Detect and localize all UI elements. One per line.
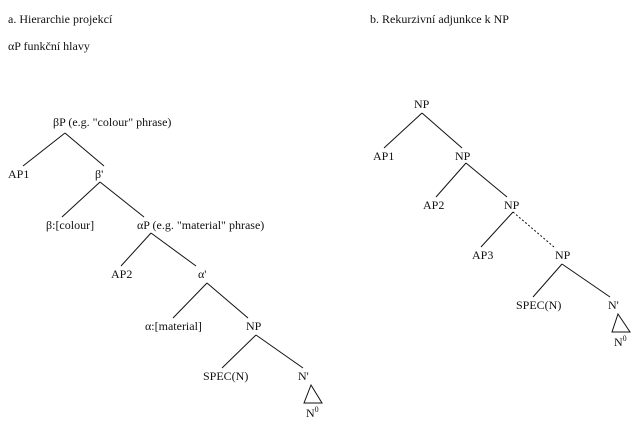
left-subheading: αP funkční hlavy: [8, 39, 90, 53]
right-heading: b. Rekurzivní adjunkce k NP: [370, 12, 509, 26]
edge-np1-np2: [421, 112, 463, 149]
node-np: NP: [246, 319, 262, 333]
edge-np1-ap1: [383, 112, 423, 149]
node-ap2: AP2: [423, 198, 444, 212]
node-n0: N0: [306, 405, 319, 420]
node-ap1: AP1: [8, 167, 29, 181]
node-alphaBar: α': [198, 267, 206, 281]
node-betaBar: β': [95, 167, 103, 181]
edge-np-spec: [221, 334, 257, 369]
left-heading: a. Hierarchie projekcí: [8, 12, 113, 26]
edge-alphaBar-np: [206, 282, 249, 319]
node-spec: SPEC(N): [203, 369, 248, 383]
left-tree: βP (e.g. "colour" phrase) AP1 β' β:[colo…: [8, 115, 323, 420]
edge-alphaBar-alphaHead: [172, 282, 208, 319]
node-nbar: N': [608, 298, 619, 312]
edge-np-nbar: [255, 334, 304, 369]
edge-alphaP-ap2: [120, 232, 152, 267]
edge-np4-nbar: [561, 263, 611, 298]
node-nbar: N': [298, 369, 309, 383]
edge-betaP-betaBar: [64, 132, 105, 167]
edge-np2-np3: [465, 162, 508, 198]
node-alphaHead: α:[material]: [145, 319, 202, 333]
edge-np3-np4-dotted: [512, 211, 555, 248]
node-ap3: AP3: [472, 248, 493, 262]
node-np4: NP: [555, 248, 571, 262]
edge-np3-ap3: [480, 211, 514, 248]
node-betaP: βP (e.g. "colour" phrase): [53, 115, 171, 129]
node-ap1: AP1: [373, 149, 394, 163]
edge-np4-spec: [532, 263, 563, 298]
nbar-triangle-right: [611, 312, 631, 333]
node-np2: NP: [455, 149, 471, 163]
nbar-triangle: [303, 383, 323, 404]
edge-betaBar-betaHead: [61, 181, 101, 218]
edge-alphaP-alphaBar: [150, 232, 197, 267]
edge-np2-ap2: [435, 162, 467, 198]
node-n0: N0: [614, 334, 627, 349]
node-np1: NP: [414, 97, 430, 111]
node-alphaP: αP (e.g. "material" phrase): [137, 218, 264, 232]
edge-betaBar-alphaP: [99, 181, 145, 218]
right-tree: NP AP1 NP AP2 NP AP3 NP SPEC(N) N' N0: [373, 97, 631, 349]
edge-betaP-ap1: [22, 132, 66, 167]
node-spec: SPEC(N): [516, 298, 561, 312]
node-np3: NP: [504, 198, 520, 212]
node-ap2: AP2: [111, 267, 132, 281]
node-betaHead: β:[colour]: [46, 218, 94, 232]
